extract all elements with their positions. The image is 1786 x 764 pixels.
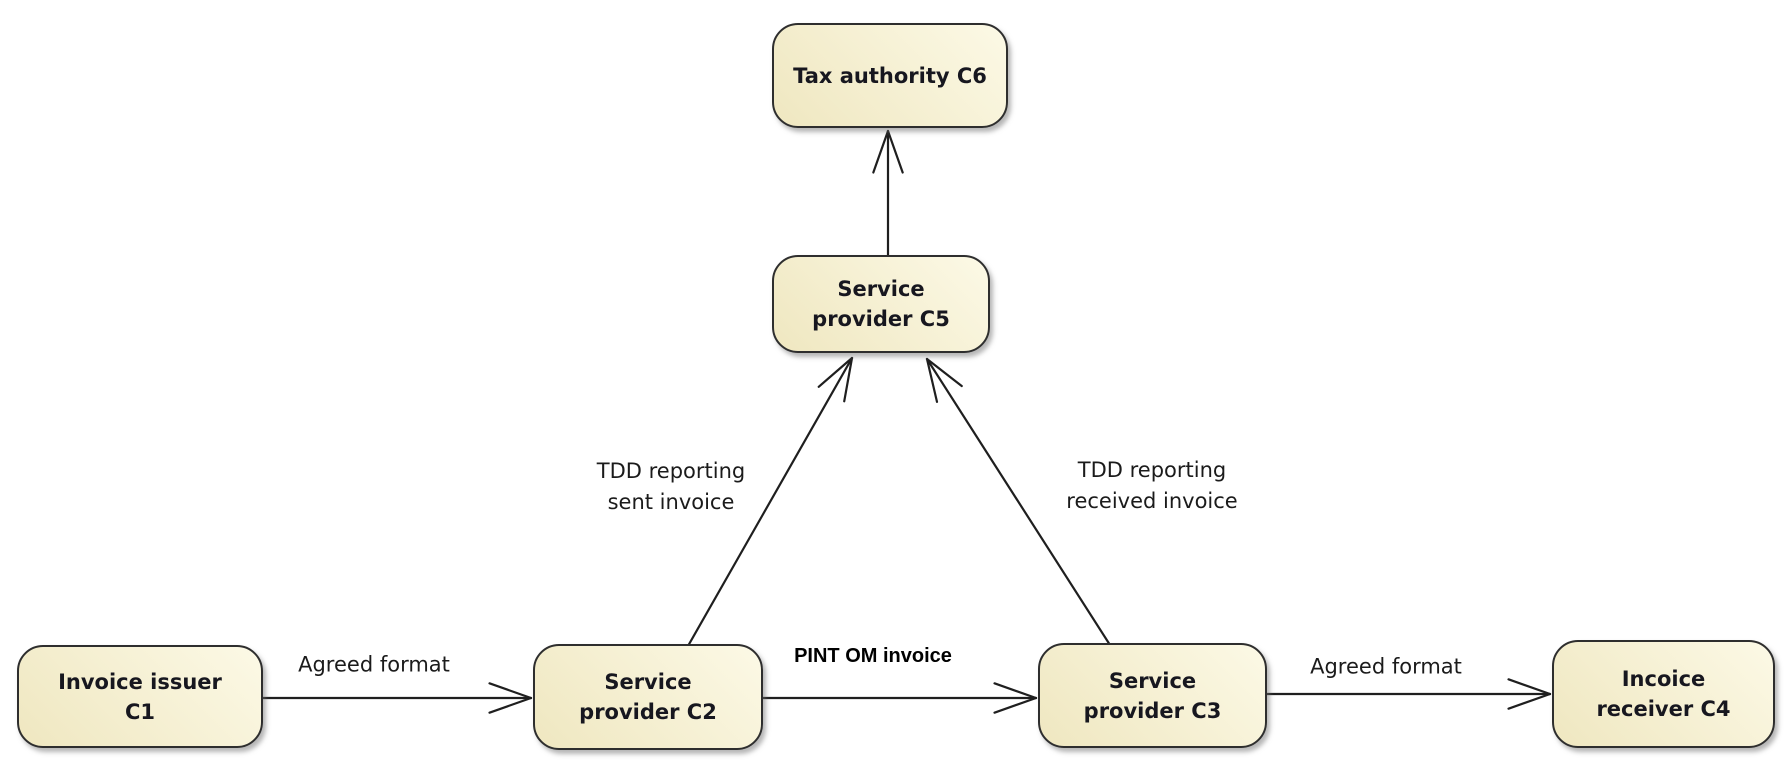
edge-c3-to-c4 xyxy=(1265,678,1552,710)
edge-c1-to-c2 xyxy=(261,682,533,714)
edge-c3-to-c5 xyxy=(925,357,1112,647)
edge-c2-to-c5 xyxy=(686,356,854,648)
edge-c5-to-c6 xyxy=(872,129,904,257)
edge-c2-to-c3 xyxy=(761,682,1038,714)
